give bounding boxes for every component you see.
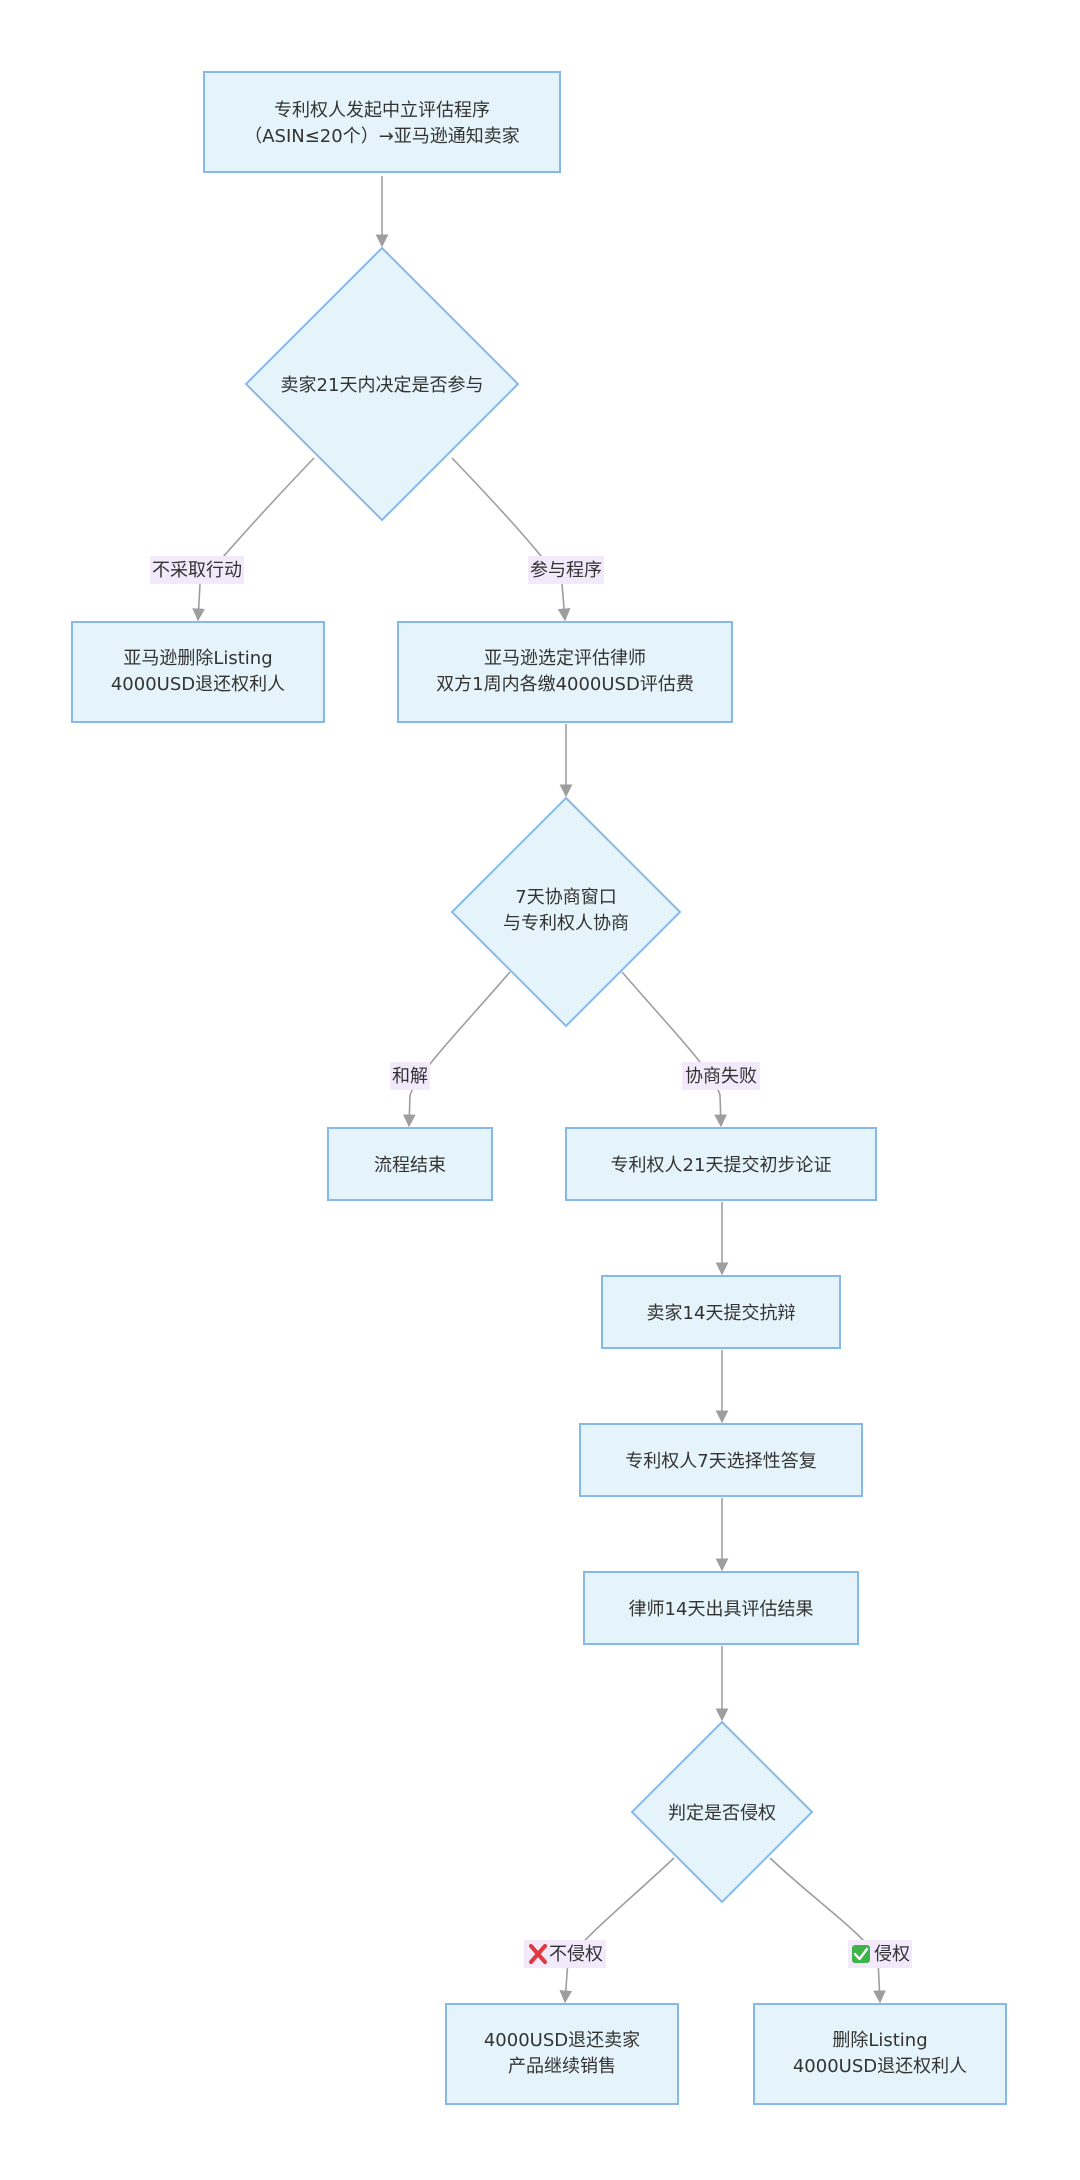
edge-label-settle: 和解 [390,1062,430,1090]
svg-text:和解: 和解 [392,1066,428,1087]
node-seller-defense: 卖家14天提交抗辩 [601,1275,841,1349]
svg-text:侵权: 侵权 [874,1944,910,1965]
node-infringement-decision: 判定是否侵权 [630,1720,814,1904]
svg-text:（ASIN≤20个）→亚马逊通知卖家: （ASIN≤20个）→亚马逊通知卖家 [244,126,520,147]
svg-text:亚马逊删除Listing: 亚马逊删除Listing [123,648,272,669]
svg-text:与专利权人协商: 与专利权人协商 [503,913,629,934]
svg-text:专利权人7天选择性答复: 专利权人7天选择性答复 [625,1451,816,1472]
node-evaluation-result: 律师14天出具评估结果 [583,1571,859,1645]
svg-text:删除Listing: 删除Listing [832,2030,927,2051]
svg-text:4000USD退还权利人: 4000USD退还权利人 [111,674,285,695]
svg-text:不侵权: 不侵权 [549,1944,603,1965]
node-initial-brief: 专利权人21天提交初步论证 [565,1127,877,1201]
svg-text:4000USD退还权利人: 4000USD退还权利人 [793,2056,967,2077]
svg-text:产品继续销售: 产品继续销售 [508,2056,616,2077]
svg-text:7天协商窗口: 7天协商窗口 [515,887,616,908]
edge-labels: 不采取行动 参与程序 和解 协商失败 不侵权 侵权 [150,556,912,1968]
edge-label-fail: 协商失败 [682,1062,760,1090]
svg-text:双方1周内各缴4000USD评估费: 双方1周内各缴4000USD评估费 [436,674,694,695]
check-mark-icon [852,1945,870,1963]
edge-judge-notinfringe [559,1857,675,2004]
node-decide-21-days: 卖家21天内决定是否参与 [244,246,520,522]
edge-negotiate-brief [621,971,728,1128]
node-process-end: 流程结束 [327,1127,493,1201]
svg-text:不采取行动: 不采取行动 [152,560,242,581]
svg-text:参与程序: 参与程序 [530,560,602,581]
svg-text:卖家14天提交抗辩: 卖家14天提交抗辩 [647,1303,796,1324]
edge-negotiate-end [402,971,511,1128]
node-select-lawyer: 亚马逊选定评估律师 双方1周内各缴4000USD评估费 [397,621,733,723]
node-optional-reply: 专利权人7天选择性答复 [579,1423,863,1497]
edge-label-no-action: 不采取行动 [150,556,244,584]
edge-label-participate: 参与程序 [528,556,604,584]
node-not-infringe-result: 4000USD退还卖家 产品继续销售 [445,2003,679,2105]
cross-mark-icon [529,1944,547,1964]
edge-judge-infringe [769,1857,886,2004]
edge-label-infringe: 侵权 [848,1940,912,1968]
svg-text:专利权人发起中立评估程序: 专利权人发起中立评估程序 [274,100,490,121]
node-negotiation-window: 7天协商窗口 与专利权人协商 [450,796,682,1028]
svg-text:协商失败: 协商失败 [685,1066,757,1087]
svg-text:卖家21天内决定是否参与: 卖家21天内决定是否参与 [281,375,484,396]
svg-text:亚马逊选定评估律师: 亚马逊选定评估律师 [484,648,646,669]
svg-text:流程结束: 流程结束 [374,1155,446,1176]
node-infringe-result: 删除Listing 4000USD退还权利人 [753,2003,1007,2105]
svg-text:律师14天出具评估结果: 律师14天出具评估结果 [629,1599,814,1620]
svg-text:专利权人21天提交初步论证: 专利权人21天提交初步论证 [611,1155,832,1176]
edge-decide-noaction [192,457,315,622]
svg-text:判定是否侵权: 判定是否侵权 [668,1803,776,1824]
node-no-action-result: 亚马逊删除Listing 4000USD退还权利人 [71,621,325,723]
edges [192,176,886,2004]
edge-label-not-infringe: 不侵权 [524,1940,606,1968]
edge-decide-select [451,457,571,622]
svg-text:4000USD退还卖家: 4000USD退还卖家 [484,2030,640,2051]
node-start: 专利权人发起中立评估程序 （ASIN≤20个）→亚马逊通知卖家 [203,71,561,173]
